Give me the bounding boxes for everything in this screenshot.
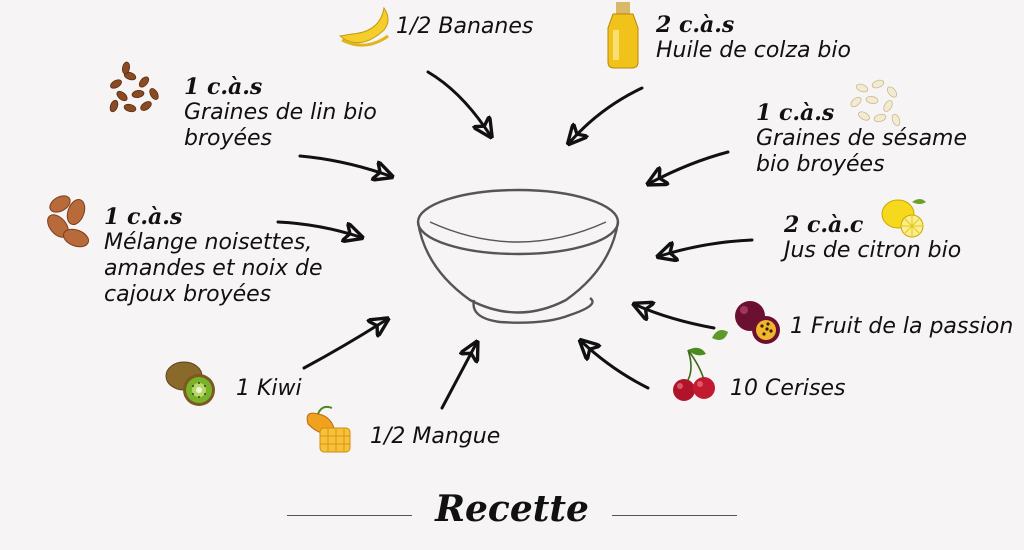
mango-icon: [306, 405, 351, 453]
ingredient-cerises: 10 Cerises: [730, 376, 846, 402]
lin-name-line1: Graines de lin bio: [184, 100, 377, 125]
huile-name: Huile de colza bio: [656, 38, 851, 63]
arrow-lin: [298, 154, 390, 176]
bowl-icon: [416, 188, 620, 324]
arrow-passion: [636, 305, 716, 330]
flax-seeds-icon: [109, 61, 159, 113]
cerises-label: 10 Cerises: [730, 376, 846, 401]
sesame-name-line1: Graines de sésame: [756, 126, 968, 151]
footer-rule-right: [612, 515, 737, 516]
noix-name-line3: cajoux broyées: [104, 282, 272, 307]
passion-fruit-icon: [712, 301, 780, 344]
noix-name-line2: amandes et noix de: [104, 256, 323, 281]
oil-bottle-icon: [607, 2, 639, 69]
ingredient-sesame: 1 c.à.s Graines de sésame bio broyées: [756, 100, 967, 178]
arrow-huile: [570, 86, 644, 142]
ingredient-huile: 2 c.à.s Huile de colza bio: [656, 12, 851, 64]
arrow-kiwi: [302, 320, 386, 370]
sesame-seeds-icon: [850, 79, 901, 127]
ingredient-lin: 1 c.à.s Graines de lin bio broyées: [184, 74, 377, 152]
arrow-noix: [276, 220, 360, 237]
citron-name: Jus de citron bio: [784, 238, 962, 263]
huile-quantity: 2 c.à.s: [656, 12, 735, 38]
kiwi-label: 1 Kiwi: [236, 376, 302, 401]
ingredient-noix: 1 c.à.s Mélange noisettes, amandes et no…: [104, 204, 322, 308]
banane-label: 1/2 Bananes: [396, 14, 534, 39]
noix-name-line1: Mélange noisettes,: [104, 230, 313, 255]
arrow-cerises: [582, 342, 650, 390]
sesame-quantity: 1 c.à.s: [756, 100, 835, 126]
arrow-sesame: [650, 150, 730, 183]
ingredient-citron: 2 c.à.c Jus de citron bio: [784, 212, 961, 264]
noix-quantity: 1 c.à.s: [104, 204, 183, 230]
lin-name-line2: broyées: [184, 126, 273, 151]
passion-label: 1 Fruit de la passion: [790, 314, 1014, 339]
lemon-icon: [881, 199, 926, 238]
arrow-banane: [426, 70, 490, 135]
ingredient-kiwi: 1 Kiwi: [236, 376, 302, 402]
sesame-name-line2: bio broyées: [756, 152, 885, 177]
ingredient-mangue: 1/2 Mangue: [370, 424, 500, 450]
citron-quantity: 2 c.à.c: [784, 212, 864, 238]
ingredient-banane: 1/2 Bananes: [396, 14, 533, 40]
arrow-citron: [660, 238, 754, 256]
ingredient-passion: 1 Fruit de la passion: [790, 314, 1013, 340]
mangue-label: 1/2 Mangue: [370, 424, 501, 449]
footer-title: Recette: [435, 488, 589, 530]
cherries-icon: [673, 347, 715, 401]
banana-icon: [338, 6, 389, 47]
kiwi-icon: [165, 361, 215, 406]
lin-quantity: 1 c.à.s: [184, 74, 263, 100]
almonds-icon: [47, 195, 90, 248]
arrow-mangue: [440, 344, 476, 410]
footer-rule-left: [287, 515, 412, 516]
